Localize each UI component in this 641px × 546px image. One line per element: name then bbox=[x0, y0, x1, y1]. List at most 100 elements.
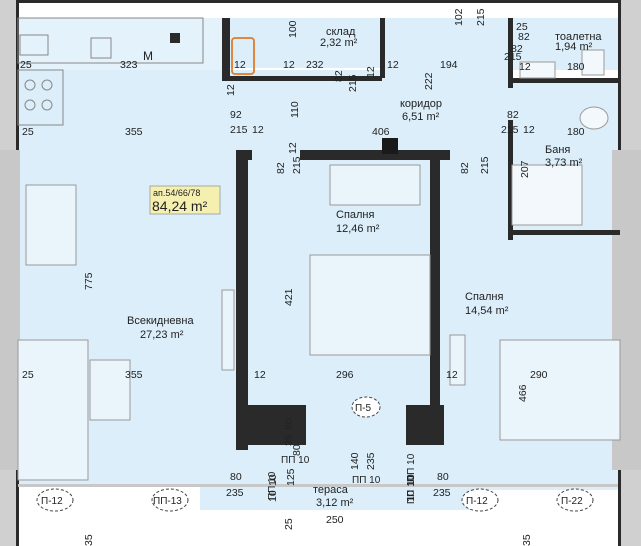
dim-250: 250 bbox=[326, 514, 344, 526]
dim-775: 775 bbox=[83, 272, 95, 290]
vertical-dimensions: 100 82 215 12 222 102 215 110 12 12 82 2… bbox=[83, 8, 533, 546]
dimensions: 323 25 12 12 232 12 194 82 215 12 180 82… bbox=[20, 21, 585, 526]
bed-2 bbox=[499, 339, 621, 441]
bedroom-furniture bbox=[309, 164, 621, 441]
toilet-bowl bbox=[579, 106, 609, 130]
sink bbox=[19, 34, 49, 56]
wardrobe-1 bbox=[329, 164, 421, 206]
dim-406: 406 bbox=[372, 126, 390, 138]
burner bbox=[24, 79, 36, 91]
dim-25: 25 bbox=[283, 518, 295, 530]
kitchen-floor bbox=[18, 18, 223, 70]
terrace-wall-left bbox=[236, 405, 306, 445]
dim-140: 140 bbox=[349, 452, 361, 470]
dim-222: 222 bbox=[423, 72, 435, 90]
dim-25-top: 25 bbox=[516, 21, 528, 33]
dim-12: 12 bbox=[387, 59, 399, 71]
dim-10: 10 bbox=[405, 490, 417, 502]
dim-10: 10 bbox=[405, 474, 417, 486]
column-pp10d: ПП 10 bbox=[406, 475, 417, 504]
dim-215: 215 bbox=[479, 156, 491, 174]
dim-125: 125 bbox=[285, 468, 297, 486]
living-name: Всекидневна bbox=[127, 315, 194, 327]
storage-wall-bottom bbox=[222, 76, 382, 81]
bath-name: Баня bbox=[545, 144, 570, 156]
left-column bbox=[0, 150, 20, 470]
column-circle bbox=[351, 396, 381, 418]
dim-80: 80 bbox=[230, 471, 242, 483]
dim-215: 215 bbox=[347, 74, 359, 92]
dim-35: 35 bbox=[521, 534, 533, 546]
bedroom1-area: 12,46 m² bbox=[336, 223, 380, 235]
column-p12b: П-12 bbox=[466, 496, 488, 507]
dim-80-alt: 80 bbox=[291, 444, 303, 456]
dim-12: 12 bbox=[446, 369, 458, 381]
dim-12: 12 bbox=[519, 61, 531, 73]
dim-82: 82 bbox=[275, 162, 287, 174]
kitchen-counter bbox=[17, 17, 204, 64]
bath-wall-bottom bbox=[510, 230, 620, 235]
storage-area: 2,32 m² bbox=[320, 37, 358, 49]
dim-235: 235 bbox=[226, 487, 244, 499]
column-pp10b: ПП 10 bbox=[352, 475, 381, 486]
dim-12: 12 bbox=[523, 124, 535, 136]
armchair bbox=[89, 359, 131, 421]
dim-35: 35 bbox=[283, 434, 295, 446]
dim-100: 100 bbox=[287, 20, 299, 38]
bedroom2-name: Спалня bbox=[465, 291, 504, 303]
shower bbox=[511, 164, 583, 226]
dim-25: 25 bbox=[20, 59, 32, 71]
corridor-area: 6,51 m² bbox=[402, 111, 440, 123]
dim-92: 92 bbox=[230, 109, 242, 121]
terrace-wall-right bbox=[406, 405, 444, 445]
living-furniture bbox=[17, 184, 235, 481]
terrace-line bbox=[18, 484, 618, 487]
dim-207: 207 bbox=[519, 160, 531, 178]
dim-82-top: 82 bbox=[518, 31, 530, 43]
column-circle bbox=[151, 488, 189, 512]
column-markers: П-5 П-12 ПП-13 П-12 П-22 ПП 10 ПП 10 ПП … bbox=[36, 396, 594, 512]
burner bbox=[41, 99, 53, 111]
dim-355: 355 bbox=[125, 126, 143, 138]
dim-215: 215 bbox=[504, 51, 522, 63]
toilet-area: 1,94 m² bbox=[555, 41, 593, 53]
dim-290: 290 bbox=[530, 369, 548, 381]
dim-466: 466 bbox=[517, 384, 529, 402]
sofa bbox=[17, 339, 89, 481]
storage-name: склад bbox=[326, 26, 356, 38]
toilet-sink bbox=[519, 61, 556, 79]
dim-12: 12 bbox=[365, 66, 377, 78]
column-p12a: П-12 bbox=[41, 496, 63, 507]
burner bbox=[41, 79, 53, 91]
apartment-area: 84,24 m² bbox=[152, 198, 208, 214]
column-p22: П-22 bbox=[561, 496, 583, 507]
nightstand bbox=[449, 334, 466, 386]
bedroom1-wall-top-left bbox=[236, 150, 252, 160]
dim-102: 102 bbox=[453, 8, 465, 26]
top-wall bbox=[0, 0, 641, 3]
dim-215: 215 bbox=[291, 156, 303, 174]
dim-296: 296 bbox=[336, 369, 354, 381]
sink bbox=[90, 37, 112, 59]
column-circle bbox=[36, 488, 74, 512]
dim-82: 82 bbox=[507, 109, 519, 121]
column-circle bbox=[556, 488, 594, 512]
column-p5: П-5 bbox=[355, 403, 372, 414]
cooktop bbox=[17, 69, 64, 126]
toilet-wall-left bbox=[508, 18, 513, 88]
column-pp10c: ПП 10 bbox=[267, 471, 278, 500]
dim-10: 10 bbox=[267, 474, 279, 486]
dim-82: 82 bbox=[511, 43, 523, 55]
dim-110: 110 bbox=[289, 101, 301, 118]
dim-35: 35 bbox=[83, 534, 95, 546]
floor-areas bbox=[18, 18, 620, 510]
labels: склад 2,32 m² тоалетна 1,94 m² коридор 6… bbox=[127, 26, 602, 509]
dim-180: 180 bbox=[567, 61, 585, 73]
dim-323: 323 bbox=[120, 59, 138, 71]
column-pp10a: ПП 10 bbox=[281, 455, 310, 466]
bed-1 bbox=[309, 254, 431, 356]
corridor-top-floor bbox=[384, 18, 509, 70]
dim-215: 215 bbox=[501, 124, 519, 136]
